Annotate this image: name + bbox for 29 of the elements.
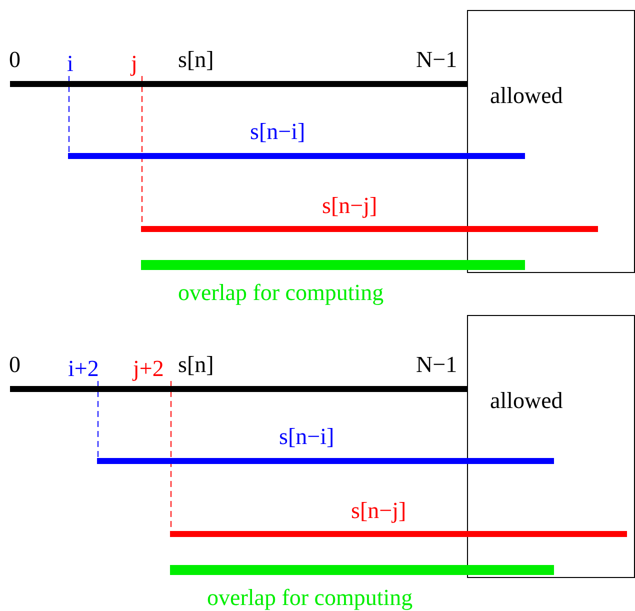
index-label: N−1 [416, 48, 458, 72]
region-label: allowed [490, 83, 563, 109]
bar-label: s[n−j] [351, 499, 406, 523]
index-label: 0 [9, 353, 20, 377]
signal-bar [170, 531, 627, 537]
signal-bar [170, 565, 554, 575]
bar-label: s[n] [178, 353, 214, 377]
bar-label: s[n−j] [322, 194, 378, 218]
bar-label: s[n−i] [250, 120, 306, 144]
signal-bar [10, 81, 467, 87]
signal-bar [68, 153, 525, 159]
index-label: j [131, 52, 138, 76]
bar-label: s[n] [178, 48, 214, 72]
signal-bar [141, 260, 525, 270]
bar-label: overlap for computing [178, 281, 384, 305]
index-label: N−1 [416, 353, 458, 377]
dashed-leader-line [68, 76, 70, 154]
signal-bar [10, 386, 467, 392]
region-box [467, 315, 635, 578]
bar-label: overlap for computing [207, 586, 413, 610]
index-label: 0 [9, 48, 20, 72]
signal-bar [97, 458, 554, 464]
index-label: j+2 [133, 357, 164, 381]
signal-bar [141, 226, 598, 232]
bar-label: s[n−i] [279, 425, 334, 449]
region-box [467, 10, 635, 273]
region-label: allowed [490, 388, 563, 414]
index-label: i+2 [68, 357, 99, 381]
index-label: i [67, 52, 74, 76]
